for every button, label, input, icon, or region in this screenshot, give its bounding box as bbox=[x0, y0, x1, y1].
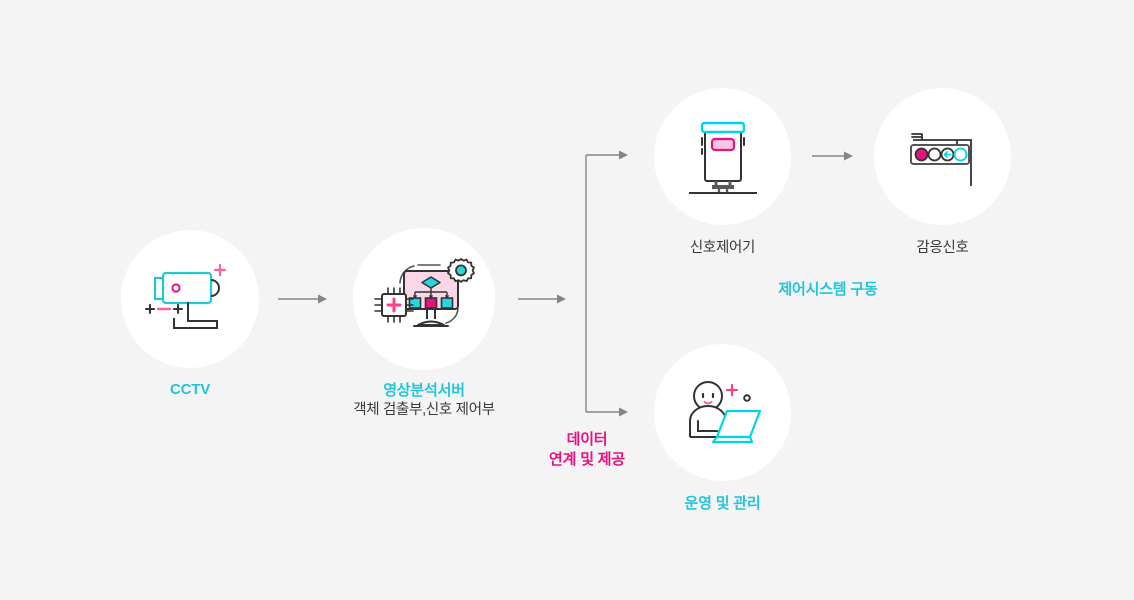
annotation-line-1: 제어시스템 구동 bbox=[778, 281, 878, 298]
label-signal-controller: 신호제어기 bbox=[654, 239, 791, 259]
node-video-analysis-server bbox=[353, 228, 495, 370]
node-title: 운영 및 관리 bbox=[684, 495, 761, 512]
node-subtitle: 객체 검출부,신호 제어부 bbox=[353, 402, 495, 419]
monitor-flowchart-cpu-icon bbox=[353, 228, 495, 370]
signal-controller-cabinet-icon bbox=[654, 88, 791, 225]
node-signal-controller bbox=[654, 88, 791, 225]
connector-branch-split bbox=[585, 150, 628, 417]
node-operation-management bbox=[654, 344, 791, 481]
annotation-control-system-operation: 제어시스템 구동 bbox=[728, 280, 928, 300]
label-responsive-signal: 감응신호 bbox=[874, 239, 1011, 259]
cctv-camera-icon bbox=[121, 230, 259, 368]
annotation-line-1: 데이터 bbox=[566, 431, 608, 448]
node-cctv bbox=[121, 230, 259, 368]
annotation-data-linkage: 데이터 연계 및 제공 bbox=[516, 430, 658, 471]
annotation-line-2: 연계 및 제공 bbox=[549, 451, 625, 469]
node-title: 영상분석서버 bbox=[383, 382, 465, 399]
label-cctv: CCTV bbox=[121, 380, 259, 400]
label-video-analysis-server: 영상분석서버 객체 검출부,신호 제어부 bbox=[333, 381, 515, 421]
traffic-light-icon bbox=[874, 88, 1011, 225]
node-responsive-signal bbox=[874, 88, 1011, 225]
node-title: CCTV bbox=[169, 381, 211, 398]
node-title: 신호제어기 bbox=[689, 240, 756, 256]
person-laptop-icon bbox=[654, 344, 791, 481]
label-operation-management: 운영 및 관리 bbox=[654, 494, 791, 514]
node-title: 감응신호 bbox=[916, 240, 969, 256]
